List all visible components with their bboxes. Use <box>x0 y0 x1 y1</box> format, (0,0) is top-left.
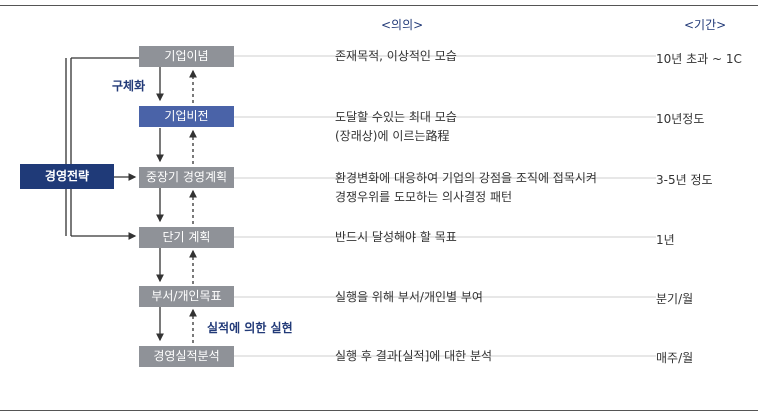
period-row-4: 1년 <box>656 233 675 247</box>
box-corporate-vision: 기업비전 <box>139 106 234 127</box>
box-mid-long-term-plan: 중장기 경영계획 <box>139 167 234 188</box>
strategy-box: 경영전략 <box>20 164 114 189</box>
box-department-goals: 부서/개인목표 <box>139 286 234 307</box>
period-row-1: 10년 초과 ~ 1C <box>656 52 742 66</box>
desc-row-5: 실행을 위해 부서/개인별 부여 <box>335 290 483 304</box>
top-rule <box>0 5 758 6</box>
desc-row-6: 실행 후 결과[실적]에 대한 분석 <box>335 349 493 363</box>
box-corporate-philosophy: 기업이념 <box>139 46 234 67</box>
period-row-2: 10년정도 <box>656 112 705 126</box>
box-performance-analysis: 경영실적분석 <box>139 346 234 367</box>
period-row-3: 3-5년 정도 <box>656 173 713 187</box>
desc-row-1: 존재목적, 이상적인 모습 <box>335 49 457 63</box>
box-short-term-plan: 단기 계획 <box>139 227 234 248</box>
realization-label: 실적에 의한 실현 <box>207 321 293 335</box>
desc-row-2: 도달할 수있는 최대 모습(장래상)에 이르는路程 <box>335 110 457 143</box>
period-row-6: 매주/월 <box>656 351 694 365</box>
concretize-label: 구체화 <box>112 79 146 93</box>
header-period: <기간> <box>684 18 727 32</box>
period-row-5: 분기/월 <box>656 292 694 306</box>
bottom-rule <box>0 410 758 411</box>
desc-row-4: 반드시 달성해야 할 목표 <box>335 230 457 244</box>
header-meaning: <의의> <box>381 18 424 32</box>
